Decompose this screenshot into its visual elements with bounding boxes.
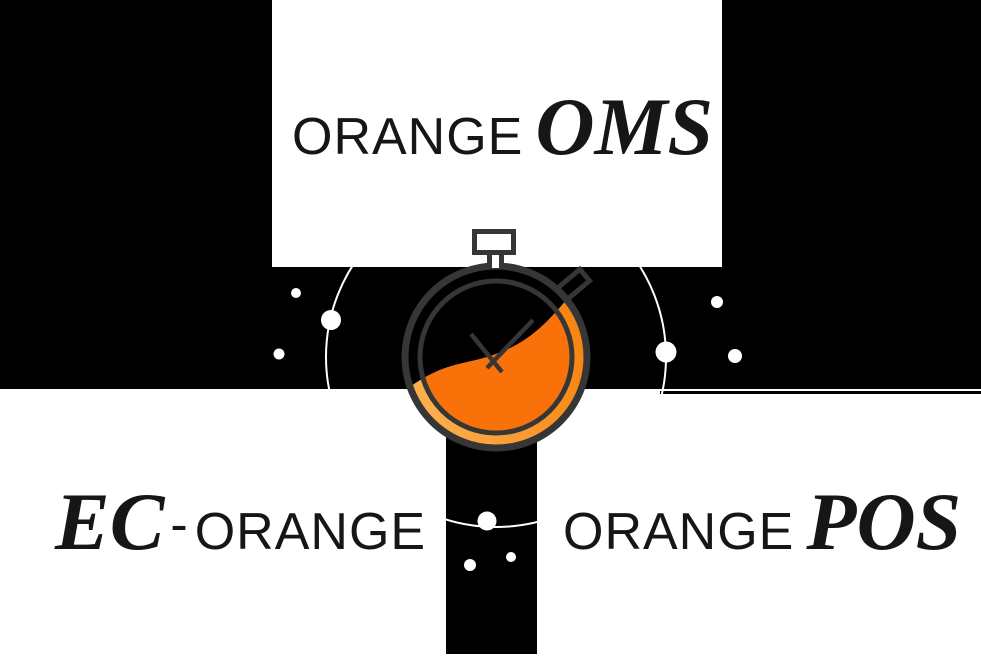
orange-pos-wordmark-prefix: ORANGE [563, 503, 795, 561]
ec-orange-wordmark-prefix: EC [55, 476, 165, 567]
ec-orange-wordmark-separator: - [170, 496, 189, 554]
white-dot [506, 552, 516, 562]
right-divider-line [660, 391, 981, 394]
white-dot [464, 559, 476, 571]
oms-wordmark-suffix: OMS [535, 81, 714, 172]
white-dot [291, 288, 301, 298]
ec-orange-wordmark: EC - ORANGE [55, 481, 426, 563]
oms-wordmark: ORANGE OMS [292, 86, 713, 168]
white-dot [321, 310, 341, 330]
white-dot [273, 348, 285, 360]
ec-orange-wordmark-suffix: ORANGE [194, 503, 427, 561]
oms-wordmark-prefix: ORANGE [292, 108, 524, 166]
white-dot [655, 341, 677, 363]
white-dot [711, 296, 723, 308]
oms-card: ORANGE OMS [272, 0, 722, 267]
orange-pos-wordmark-suffix: POS [806, 476, 962, 567]
white-dot [728, 349, 742, 363]
orange-pos-wordmark: ORANGE POS [563, 481, 961, 563]
white-dot [477, 511, 497, 531]
